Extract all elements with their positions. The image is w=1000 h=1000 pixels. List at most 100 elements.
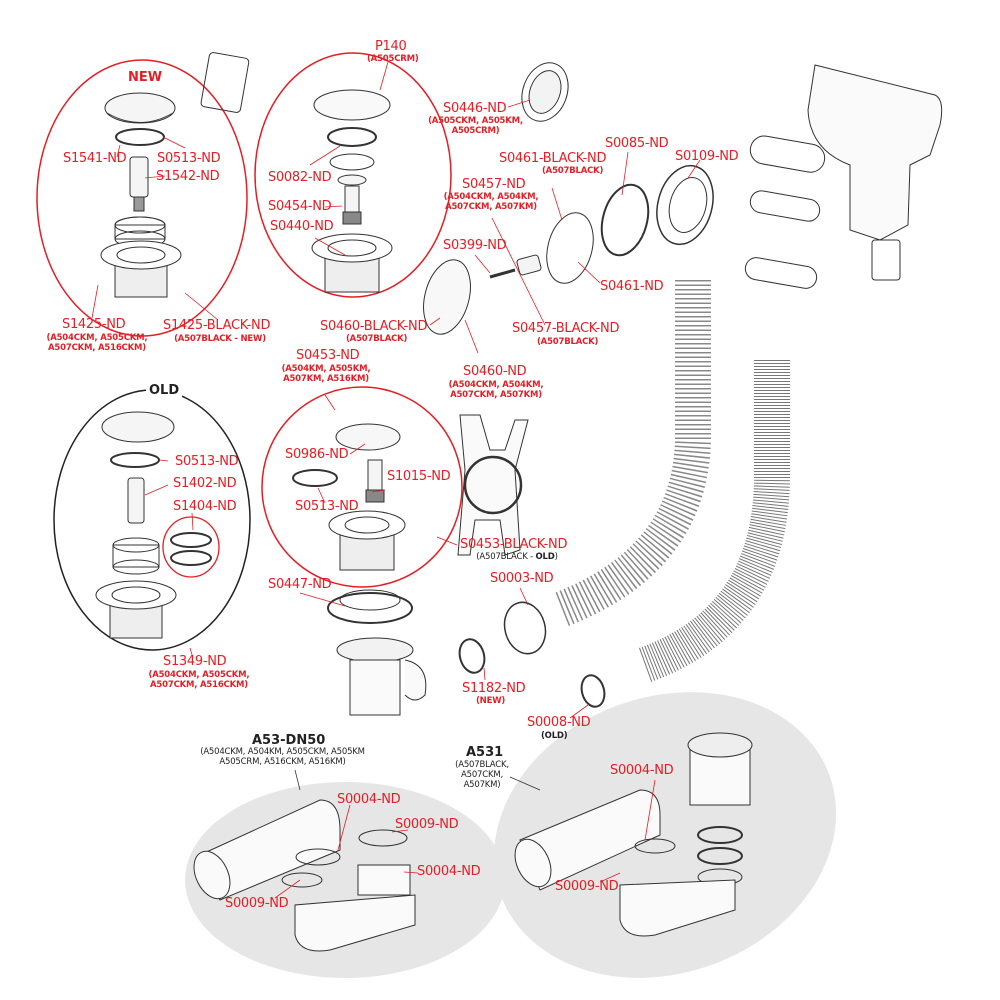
gasket-frame-part xyxy=(200,52,250,113)
label-s0453-models-line1: (A504KM, A505KM, xyxy=(281,364,371,374)
a531-assembly-background xyxy=(493,692,837,978)
s0003-nut-part xyxy=(503,601,547,655)
label-a53-s0004-right: S0004-ND xyxy=(417,864,481,879)
label-s0457-black-models: (A507BLACK) xyxy=(537,337,599,347)
label-s0461-black-models: (A507BLACK) xyxy=(542,166,604,176)
a53-title: A53-DN50 xyxy=(252,733,326,748)
label-a53-s0004-top: S0004-ND xyxy=(337,792,401,807)
s1182-ring-part xyxy=(458,638,486,674)
s0446-grate-part xyxy=(521,62,569,122)
s1402-piston-part xyxy=(127,477,145,524)
label-s0446-models-line1: (A505CKM, A505KM, xyxy=(428,116,523,126)
label-s1425-black-models: (A507BLACK - NEW) xyxy=(170,334,270,344)
s1404-ring-highlight xyxy=(162,516,220,578)
s0457-connector-part xyxy=(516,254,542,276)
label-s1542: S1542-ND xyxy=(156,169,220,184)
label-s1404: S1404-ND xyxy=(173,499,237,514)
label-s0460-black-models: (A507BLACK) xyxy=(346,334,408,344)
label-s0461: S0461-ND xyxy=(600,279,664,294)
label-s0457-black: S0457-BLACK-ND xyxy=(512,321,620,336)
label-s0453: S0453-ND xyxy=(296,348,360,363)
s0082-flange-part xyxy=(327,127,377,147)
label-s1349-models: (A504CKM, A505CKM, A507CKM, A516CKM) xyxy=(145,670,253,690)
label-s0453-models: (A504KM, A505KM, A507KM, A516KM) xyxy=(281,364,371,384)
label-s0457-models-line1: (A504CKM, A504KM, xyxy=(443,192,539,202)
label-s0460-models: (A504CKM, A504KM, A507CKM, A507KM) xyxy=(447,380,545,400)
a531-title: A531 xyxy=(466,745,504,760)
s1425-black-models-new: NEW xyxy=(240,334,263,344)
flexible-hose-old xyxy=(638,360,790,682)
label-s1182: S1182-ND xyxy=(462,681,526,696)
s0454-spindle-part xyxy=(342,185,362,225)
s0461-rosette-part xyxy=(546,212,594,284)
label-s0460-models-line1: (A504CKM, A504KM, xyxy=(448,380,544,390)
a53-models-line2: A505CRM, A516CKM, A516KM) xyxy=(219,757,346,767)
label-a53-s0009-left: S0009-ND xyxy=(225,896,289,911)
a53-models: (A504CKM, A504KM, A505CKM, A505KM A505CR… xyxy=(190,747,375,767)
a531-trap-assembly xyxy=(514,732,753,937)
label-s0513-mid: S0513-ND xyxy=(295,499,359,514)
label-p140: P140 xyxy=(375,39,407,54)
spanner-tool-part xyxy=(457,414,529,556)
label-s0109: S0109-ND xyxy=(675,149,739,164)
label-s0461-black: S0461-BLACK-ND xyxy=(499,151,607,166)
label-s1541: S1541-ND xyxy=(63,151,127,166)
label-s0457-models-line2: A507CKM, A507KM) xyxy=(445,202,537,212)
label-s0453-models-line2: A507KM, A516KM) xyxy=(283,374,369,384)
label-s0003: S0003-ND xyxy=(490,571,554,586)
p140-cap-part xyxy=(313,89,391,121)
label-s1015: S1015-ND xyxy=(387,469,451,484)
waste-body-part xyxy=(336,637,427,716)
old-cap-part xyxy=(101,411,175,443)
label-s1182-new: (NEW) xyxy=(476,696,506,706)
a531-models-line3: A507KM) xyxy=(463,780,501,790)
label-s0447: S0447-ND xyxy=(268,577,332,592)
new-group-tag: NEW xyxy=(125,70,166,85)
label-s0446-models-line2: A505CRM) xyxy=(451,126,500,136)
s1425-body-part xyxy=(100,240,182,298)
s0399-screw-part xyxy=(489,268,516,279)
label-s0457: S0457-ND xyxy=(462,177,526,192)
label-s1402: S1402-ND xyxy=(173,476,237,491)
s0460-cover-part xyxy=(423,259,471,335)
label-s0008-old: (OLD) xyxy=(541,731,568,741)
label-s0440: S0440-ND xyxy=(270,219,334,234)
label-s1349-models-line1: (A504CKM, A505CKM, xyxy=(148,670,250,680)
s1404-ring-1 xyxy=(170,532,212,548)
a53-trap-assembly xyxy=(193,799,416,952)
s0453-group-outline xyxy=(261,386,463,588)
label-s0446-models: (A505CKM, A505KM, A505CRM) xyxy=(428,116,523,136)
s1542-piston-part xyxy=(129,156,149,212)
label-s1425-models-line2: A507CKM, A516CKM) xyxy=(48,343,146,353)
label-s0453-black-models: (A507BLACK - OLD) xyxy=(472,552,562,562)
disc-part xyxy=(337,174,367,186)
s1015-spindle-part xyxy=(365,459,385,503)
s0513-seal-part xyxy=(115,128,165,146)
s1541-cap-part xyxy=(104,92,176,124)
mid-s0513-seal-part xyxy=(292,469,338,487)
new-group-outline xyxy=(36,59,248,337)
nut-part xyxy=(114,216,166,248)
s1404-ring-2 xyxy=(170,550,212,566)
label-s0446: S0446-ND xyxy=(443,101,507,116)
trim-plate-2 xyxy=(749,190,821,222)
label-s1349: S1349-ND xyxy=(163,654,227,669)
a531-models-line2: A507CKM, xyxy=(461,770,503,780)
label-s0453-black: S0453-BLACK-ND xyxy=(460,537,568,552)
overflow-riser-part xyxy=(807,64,943,281)
s0986-cap-part xyxy=(335,423,401,451)
s1425-black-models-a: (A507BLACK - xyxy=(174,334,241,344)
label-a531-s0009: S0009-ND xyxy=(555,879,619,894)
label-s1425-models-line1: (A504CKM, A505CKM, xyxy=(46,333,148,343)
s1349-body-part xyxy=(95,580,177,639)
a531-models-line1: (A507BLACK, xyxy=(455,760,509,770)
p140-group-outline xyxy=(254,52,452,298)
trim-plate-3 xyxy=(744,257,818,289)
a531-models: (A507BLACK, A507CKM, A507KM) xyxy=(452,760,512,790)
s1425-black-models-c: ) xyxy=(262,334,266,344)
label-s0460: S0460-ND xyxy=(463,364,527,379)
s0453-black-models-old: OLD xyxy=(535,552,555,562)
a53-models-line1: (A504CKM, A504KM, A505CKM, A505KM xyxy=(200,747,365,757)
label-s0399: S0399-ND xyxy=(443,238,507,253)
label-s0085: S0085-ND xyxy=(605,136,669,151)
